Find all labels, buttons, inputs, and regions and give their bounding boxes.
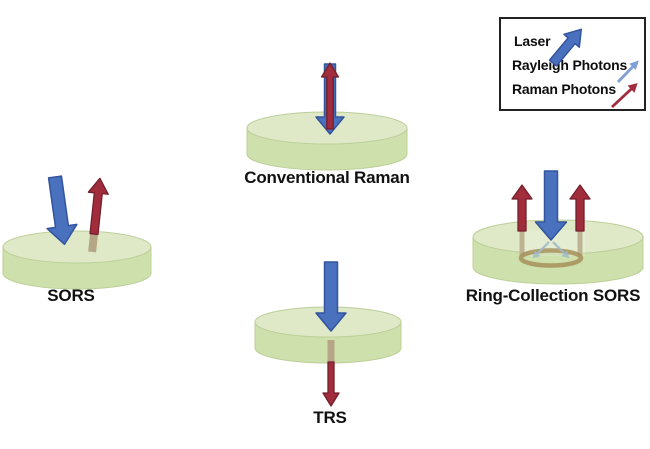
collection-tube-wall-right [577, 229, 583, 256]
raman-photon-arrow-left [511, 184, 533, 232]
conventional-raman-label: Conventional Raman [244, 168, 410, 187]
panel-sors [2, 175, 152, 290]
raman-photon-arrow-icon [611, 83, 638, 109]
trs-label: TRS [313, 408, 347, 427]
panel-ring-collection-sors [472, 170, 644, 285]
ring-collection-sors-label: Ring-Collection SORS [465, 286, 641, 305]
disc-top-surface [2, 230, 152, 264]
raman-photon-arrow-right [569, 184, 591, 232]
legend-label-rayleigh-photons: Rayleigh Photons [512, 57, 628, 73]
subsurface-path-segment [327, 340, 335, 363]
raman-photon-arrow [322, 361, 340, 407]
scattered-photon-arrow-right [552, 241, 570, 259]
panel-trs [254, 261, 402, 407]
legend-label-raman-photons: Raman Photons [512, 81, 616, 97]
sors-label: SORS [47, 286, 95, 305]
scattered-photon-arrow-left [532, 241, 550, 259]
subsurface-path-segment [88, 233, 98, 253]
raman-photon-arrow [320, 62, 340, 130]
rayleigh-photon-arrow-icon [616, 60, 639, 83]
offset-collection-path [87, 177, 109, 253]
panel-conventional-raman [246, 62, 408, 171]
collection-ring [518, 248, 584, 268]
laser-arrow [315, 261, 347, 332]
legend-label-laser: Laser [514, 33, 551, 49]
raman-photon-arrow [87, 177, 109, 236]
laser-arrow-icon [548, 28, 583, 67]
legend-box: Laser Rayleigh Photons Raman Photons [499, 17, 646, 111]
laser-arrow [46, 175, 78, 246]
laser-arrow [534, 170, 568, 241]
collection-tube-wall-left [519, 229, 525, 256]
legend-arrows [548, 28, 639, 109]
